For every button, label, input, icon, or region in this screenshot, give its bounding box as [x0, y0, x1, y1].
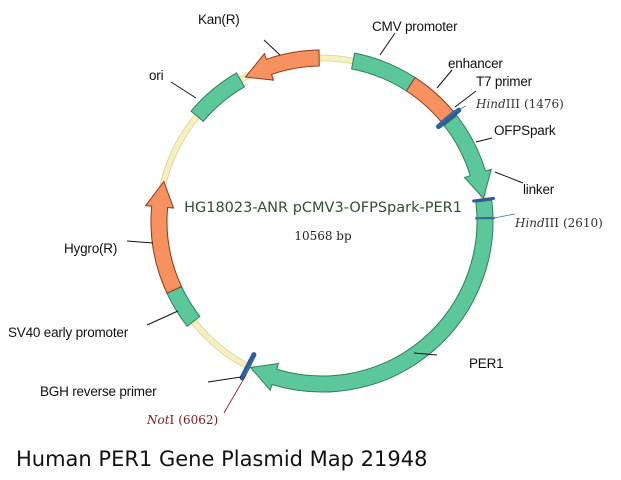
hind2-position: (2610) [563, 216, 603, 230]
marker-layer [239, 107, 496, 381]
feature-kan-r [244, 49, 320, 81]
figure-caption: Human PER1 Gene Plasmid Map 21948 [16, 447, 427, 471]
not-enzyme: Not [146, 413, 170, 427]
label-sv40: SV40 early promoter [8, 325, 129, 340]
primer-marker-t7-primer [436, 107, 462, 130]
leader-lines [126, 32, 524, 383]
label-ori: ori [149, 68, 164, 83]
feature-ofpspark [443, 115, 492, 200]
label-t7: T7 primer [476, 74, 533, 89]
label-kan: Kan(R) [198, 12, 240, 27]
hind2-enzyme: Hind [514, 216, 545, 230]
hind1-suffix: III [506, 97, 520, 111]
leader-bgh [207, 376, 242, 383]
leader-hygro [126, 240, 154, 244]
leader-cmv [379, 32, 396, 56]
not-position: (6062) [178, 413, 218, 427]
restriction-marker-noti-6062 [244, 357, 255, 377]
label-cmv: CMV promoter [372, 19, 458, 34]
leader-sv40 [146, 310, 179, 326]
label-hind2: HindIII (2610) [514, 216, 603, 230]
feature-per1 [249, 199, 494, 393]
feature-sv40-early-promoter [166, 285, 201, 327]
label-hind1: HindIII (1476) [475, 97, 564, 111]
hind1-position: (1476) [524, 97, 564, 111]
label-ofpspark: OFPSpark [494, 123, 556, 138]
label-hygro: Hygro(R) [64, 241, 117, 256]
site-marker-linker [472, 196, 496, 203]
label-bgh: BGH reverse primer [40, 384, 157, 399]
leader-hind1 [451, 105, 467, 114]
primer-marker-bgh-reverse-primer [239, 352, 257, 381]
label-per1: PER1 [469, 356, 503, 371]
leader-t7 [454, 90, 477, 108]
leader-linker [494, 171, 524, 184]
label-linker: linker [523, 182, 555, 197]
leader-per1 [413, 352, 438, 356]
label-not: NotI(6062) [146, 413, 218, 427]
plasmid-name: HG18023-ANR pCMV3-OFPSpark-PER1 [184, 200, 462, 216]
site-leaders [451, 105, 516, 219]
plasmid-size: 10568 bp [294, 229, 352, 243]
feature-ori [190, 72, 246, 123]
leader-ofp [475, 137, 493, 143]
label-enhancer: enhancer [448, 56, 503, 71]
leader-not [223, 374, 247, 414]
leader-kan [263, 39, 281, 56]
not-suffix: I [170, 413, 175, 427]
feature-hygro-r [144, 180, 183, 294]
feature-layer [144, 49, 494, 393]
hind2-suffix: III [545, 216, 559, 230]
leader-enhancer [436, 69, 453, 89]
leader-hind2 [493, 213, 516, 219]
hind1-enzyme: Hind [475, 97, 506, 111]
feature-cmv-promoter [350, 52, 416, 92]
leader-ori [170, 81, 197, 99]
